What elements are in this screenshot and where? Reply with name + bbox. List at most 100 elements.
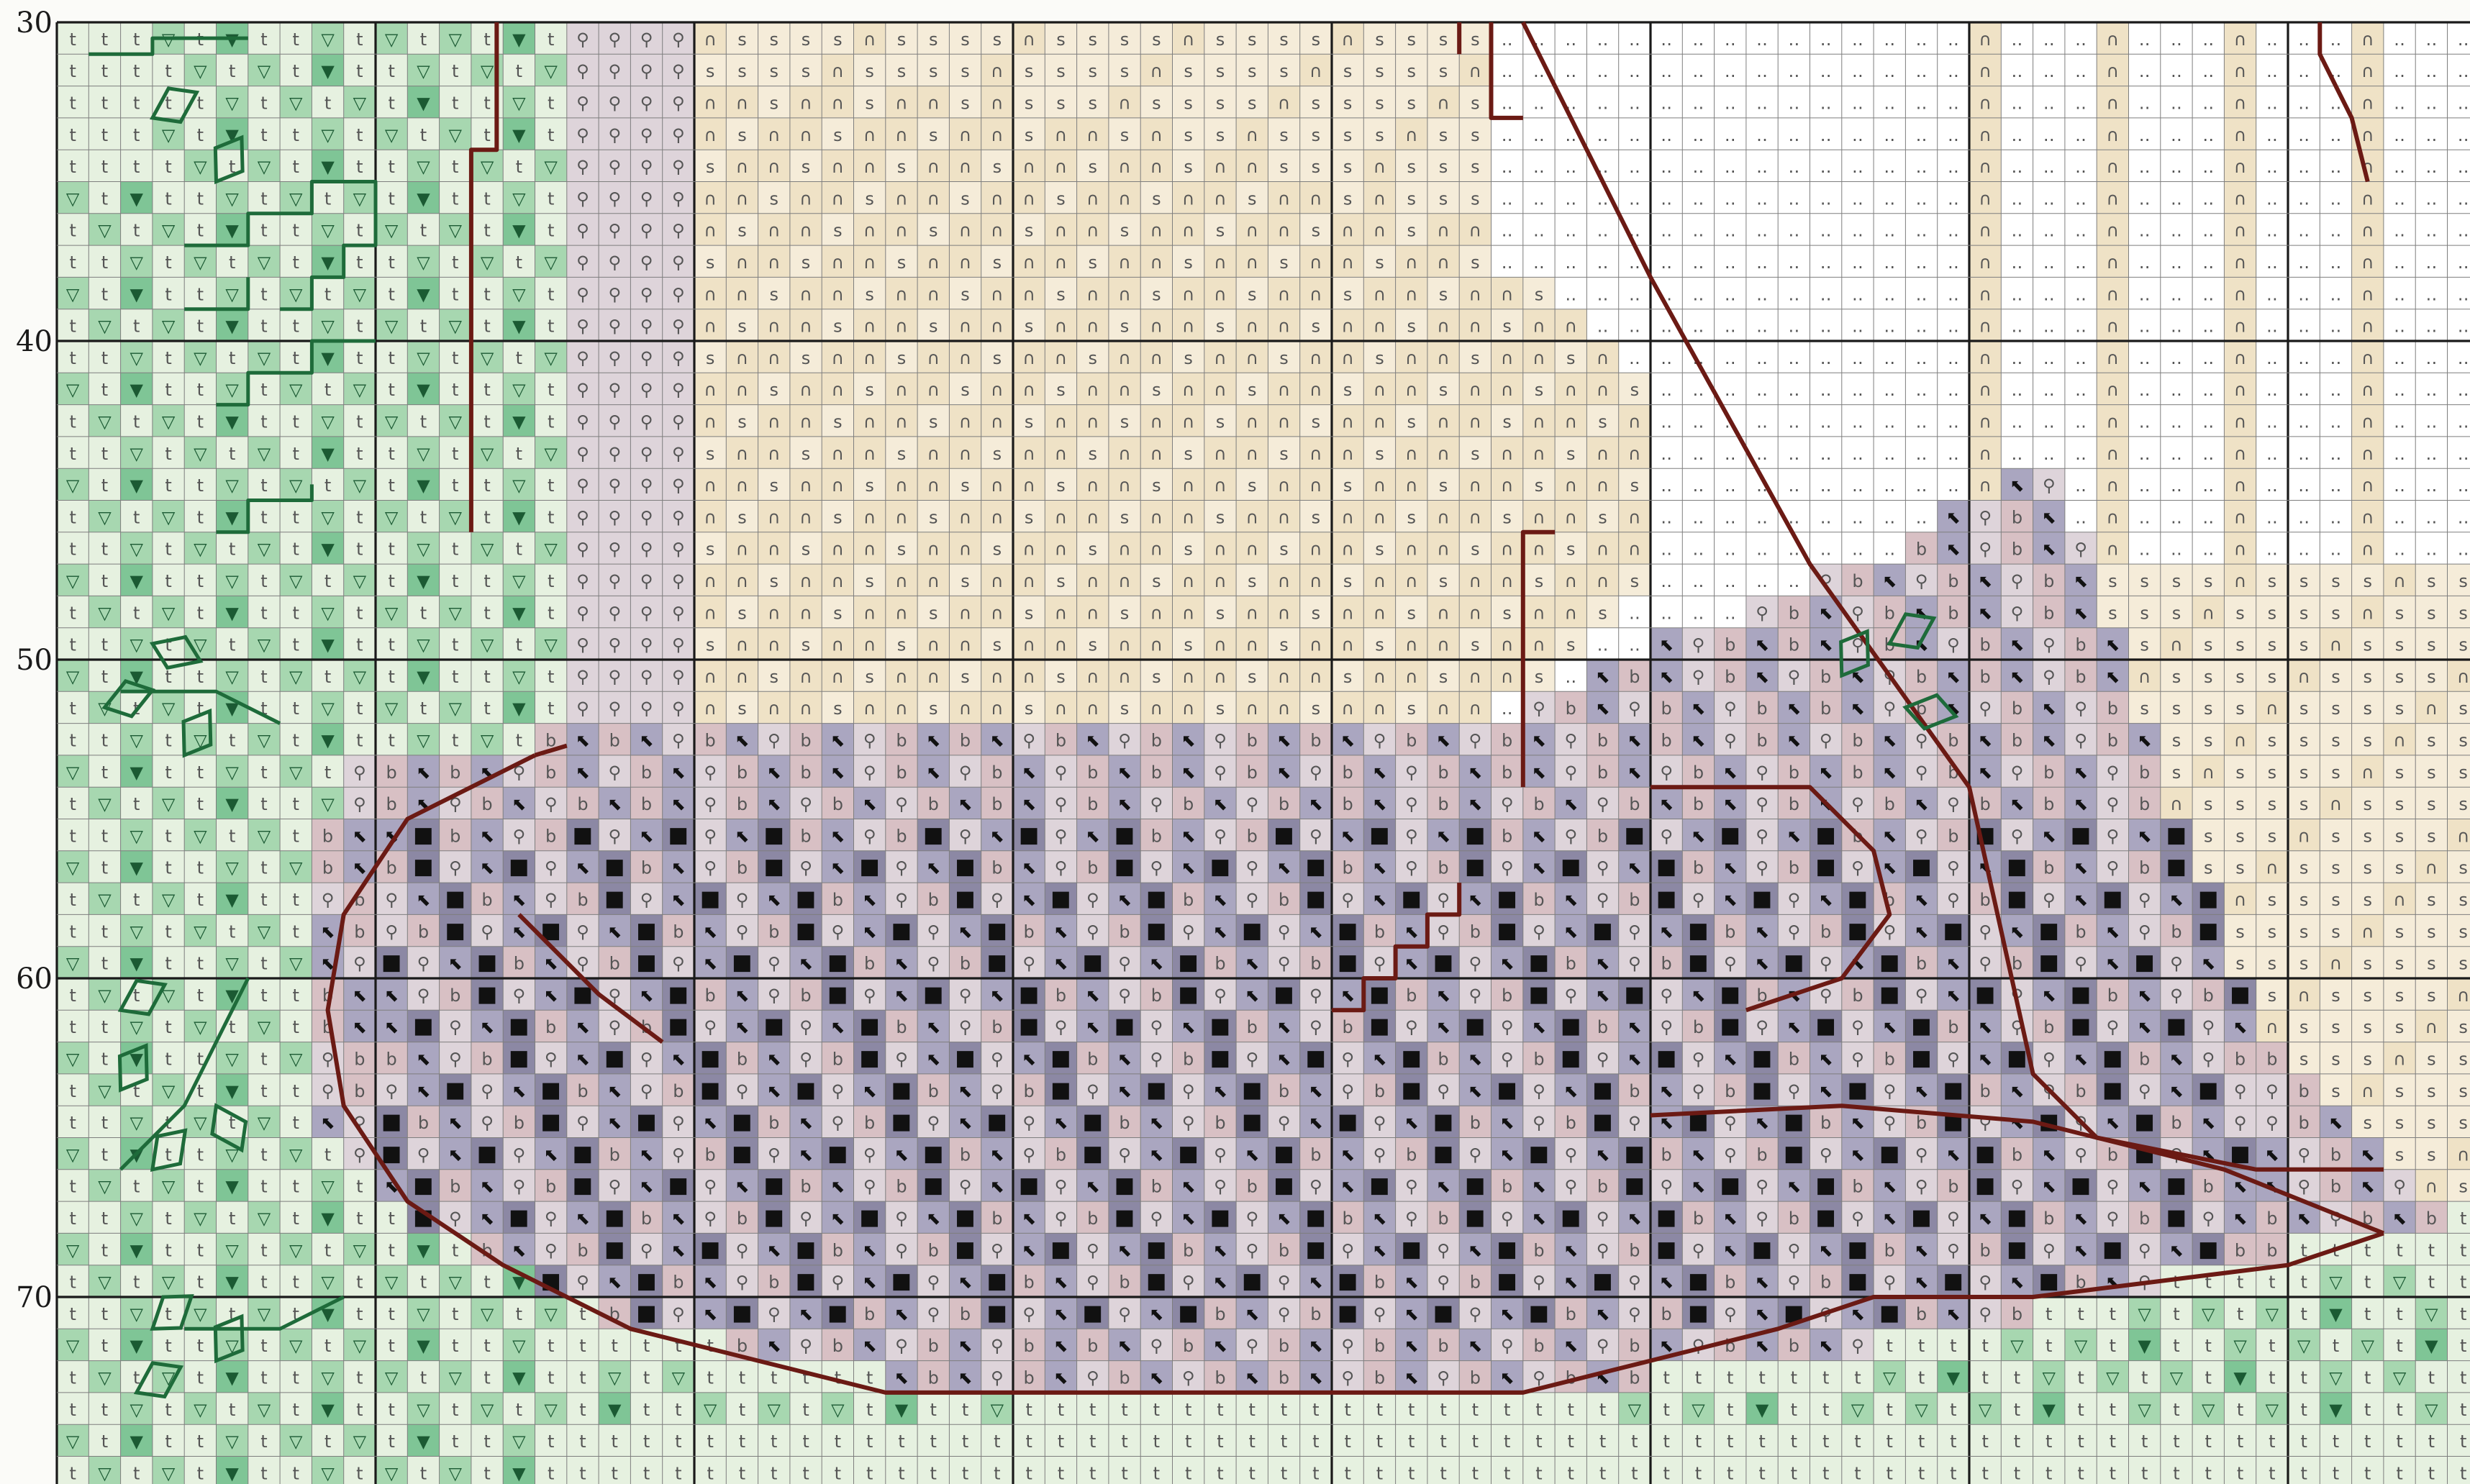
light-cream-stitch-symbol: s [1056, 284, 1066, 304]
cream-stitch-symbol: ∩ [704, 29, 717, 50]
cream-stitch-symbol: ∩ [1182, 411, 1195, 432]
white-stitch-symbol: ‥ [1884, 411, 1895, 432]
dark-green-stitch-symbol: ▼ [512, 411, 526, 432]
mid-green-stitch-symbol: ▽ [225, 571, 239, 591]
cream-stitch-symbol: ∩ [1214, 157, 1227, 177]
cream-stitch-symbol: ∩ [1374, 507, 1386, 527]
light-cream-stitch-symbol: s [1184, 125, 1193, 145]
cream-stitch-symbol: ∩ [1341, 221, 1354, 241]
white-stitch-symbol: ‥ [2171, 61, 2182, 81]
light-green-stitch-symbol: t [69, 61, 76, 81]
light-green-stitch-symbol: t [548, 188, 554, 209]
white-stitch-symbol: ‥ [2202, 125, 2214, 145]
cream-stitch-symbol: ∩ [2393, 571, 2406, 591]
white-stitch-symbol: ‥ [1725, 252, 1736, 273]
cream-stitch-symbol: ∩ [1118, 475, 1131, 496]
cream-stitch-symbol: ∩ [1628, 507, 1641, 527]
white-stitch-symbol: ‥ [1948, 221, 1959, 241]
light-green-stitch-symbol: t [260, 507, 267, 527]
light-green-stitch-symbol: t [293, 252, 299, 273]
cream-stitch-symbol: ∩ [1278, 380, 1291, 400]
mid-green-stitch-symbol: ▽ [417, 540, 430, 560]
white-stitch-symbol: ‥ [2330, 221, 2341, 241]
light-cream-stitch-symbol: s [1248, 93, 1257, 113]
white-stitch-symbol: ‥ [1788, 348, 1799, 368]
cream-stitch-symbol: ∩ [2107, 444, 2120, 464]
cream-stitch-symbol: ∩ [1374, 317, 1386, 337]
white-stitch-symbol: ‥ [1756, 380, 1768, 400]
mid-green-stitch-symbol: ▽ [481, 444, 494, 464]
mid-green-stitch-symbol: ▽ [417, 635, 430, 655]
light-cream-stitch-symbol: s [897, 29, 907, 50]
lilac-stitch-symbol: ⚲ [640, 507, 653, 527]
white-stitch-symbol: ‥ [1597, 635, 1609, 655]
cream-stitch-symbol: ∩ [736, 571, 749, 591]
light-green-stitch-symbol: t [548, 571, 554, 591]
light-cream-stitch-symbol: s [1120, 507, 1130, 527]
light-cream-stitch-symbol: s [1471, 157, 1480, 177]
light-green-stitch-symbol: t [452, 348, 458, 368]
cream-stitch-symbol: ∩ [1979, 93, 1992, 113]
white-stitch-symbol: ‥ [1533, 157, 1545, 177]
light-green-stitch-symbol: t [293, 61, 299, 81]
white-stitch-symbol: ‥ [2139, 411, 2151, 432]
white-stitch-symbol: ‥ [1533, 252, 1545, 273]
cream-stitch-symbol: ∩ [1118, 93, 1131, 113]
white-stitch-symbol: ‥ [1916, 221, 1928, 241]
light-cream-stitch-symbol: s [1025, 603, 1034, 623]
white-stitch-symbol: ‥ [2202, 29, 2214, 50]
white-stitch-symbol: ‥ [2425, 317, 2437, 337]
light-cream-stitch-symbol: s [1407, 507, 1416, 527]
cream-stitch-symbol: ∩ [895, 411, 908, 432]
light-green-stitch-symbol: t [293, 540, 299, 560]
light-cream-stitch-symbol: s [706, 61, 715, 81]
light-green-stitch-symbol: t [133, 61, 140, 81]
mid-green-stitch-symbol: ▽ [258, 61, 271, 81]
white-stitch-symbol: ‥ [2330, 157, 2341, 177]
cream-stitch-symbol: ∩ [1533, 507, 1545, 527]
cream-stitch-symbol: ∩ [863, 411, 876, 432]
mid-green-stitch-symbol: ▽ [289, 475, 303, 496]
white-stitch-symbol: ‥ [2202, 380, 2214, 400]
cream-stitch-symbol: ∩ [1564, 411, 1577, 432]
light-green-stitch-symbol: t [260, 571, 267, 591]
cream-stitch-symbol: ∩ [2361, 188, 2374, 209]
mid-green-stitch-symbol: ▽ [449, 29, 463, 50]
cream-stitch-symbol: ∩ [2107, 348, 2120, 368]
purple-grey-stitch-symbol: ⬉ [1978, 571, 1992, 591]
cream-stitch-symbol: ∩ [1405, 348, 1418, 368]
cream-stitch-symbol: ∩ [959, 348, 972, 368]
lilac-stitch-symbol: ⚲ [672, 252, 685, 273]
light-cream-stitch-symbol: s [1375, 61, 1384, 81]
light-cream-stitch-symbol: s [865, 93, 874, 113]
white-stitch-symbol: ‥ [2458, 507, 2469, 527]
white-stitch-symbol: ‥ [2139, 380, 2151, 400]
light-cream-stitch-symbol: s [1248, 29, 1257, 50]
lilac-stitch-symbol: ⚲ [608, 635, 621, 655]
lilac-stitch-symbol: ⚲ [672, 125, 685, 145]
mid-green-stitch-symbol: ▽ [385, 125, 399, 145]
light-cream-stitch-symbol: s [1120, 29, 1130, 50]
light-cream-stitch-symbol: s [1088, 635, 1097, 655]
cream-stitch-symbol: ∩ [1150, 61, 1163, 81]
cream-stitch-symbol: ∩ [799, 284, 812, 304]
white-stitch-symbol: ‥ [1661, 507, 1672, 527]
white-stitch-symbol: ‥ [1820, 29, 1832, 50]
white-stitch-symbol: ‥ [2425, 157, 2437, 177]
cream-stitch-symbol: ∩ [768, 221, 781, 241]
light-green-stitch-symbol: t [293, 348, 299, 368]
mid-green-stitch-symbol: ▽ [130, 540, 144, 560]
cream-stitch-symbol: ∩ [1022, 348, 1035, 368]
white-stitch-symbol: ‥ [2298, 252, 2310, 273]
lilac-stitch-symbol: ⚲ [672, 380, 685, 400]
white-stitch-symbol: ‥ [1852, 221, 1863, 241]
cream-stitch-symbol: ∩ [863, 507, 876, 527]
light-cream-stitch-symbol: s [1439, 284, 1448, 304]
dark-green-stitch-symbol: ▼ [225, 603, 239, 623]
light-green-stitch-symbol: t [69, 540, 76, 560]
light-green-stitch-symbol: t [452, 571, 458, 591]
cream-stitch-symbol: ∩ [895, 284, 908, 304]
lilac-stitch-symbol: ⚲ [608, 252, 621, 273]
white-stitch-symbol: ‥ [2139, 252, 2151, 273]
cream-stitch-symbol: ∩ [1055, 317, 1068, 337]
